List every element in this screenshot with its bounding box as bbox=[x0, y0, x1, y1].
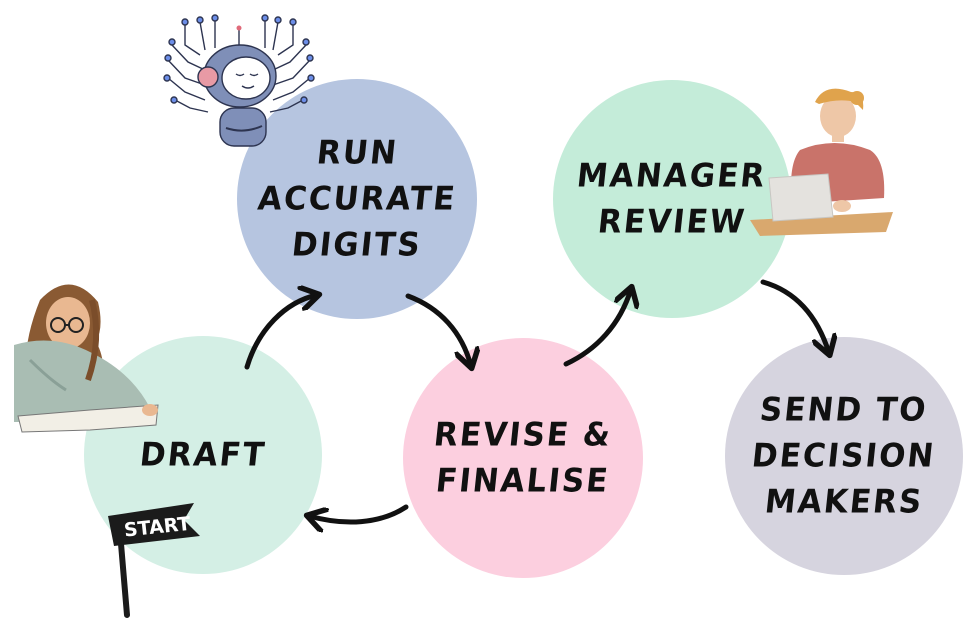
arrow-revise-to-manager bbox=[563, 289, 631, 367]
robot-icon bbox=[163, 14, 315, 147]
node-manager-review: MANAGER REVIEW bbox=[553, 80, 791, 318]
woman-laptop-icon bbox=[750, 88, 893, 236]
woman-reading-icon bbox=[14, 284, 159, 433]
arrow-run-to-revise bbox=[405, 293, 471, 366]
start-flag-icon: START bbox=[108, 503, 200, 618]
arrow-revise-to-draft bbox=[309, 504, 409, 522]
node-run-accurate-digits: RUN ACCURATE DIGITS bbox=[237, 79, 477, 319]
arrow-manager-to-send bbox=[760, 279, 829, 353]
node-revise-finalise: REVISE & FINALISE bbox=[403, 338, 643, 578]
node-send-to-decision-makers: SEND TO DECISION MAKERS bbox=[725, 337, 963, 575]
arrow-draft-to-run bbox=[244, 295, 317, 370]
